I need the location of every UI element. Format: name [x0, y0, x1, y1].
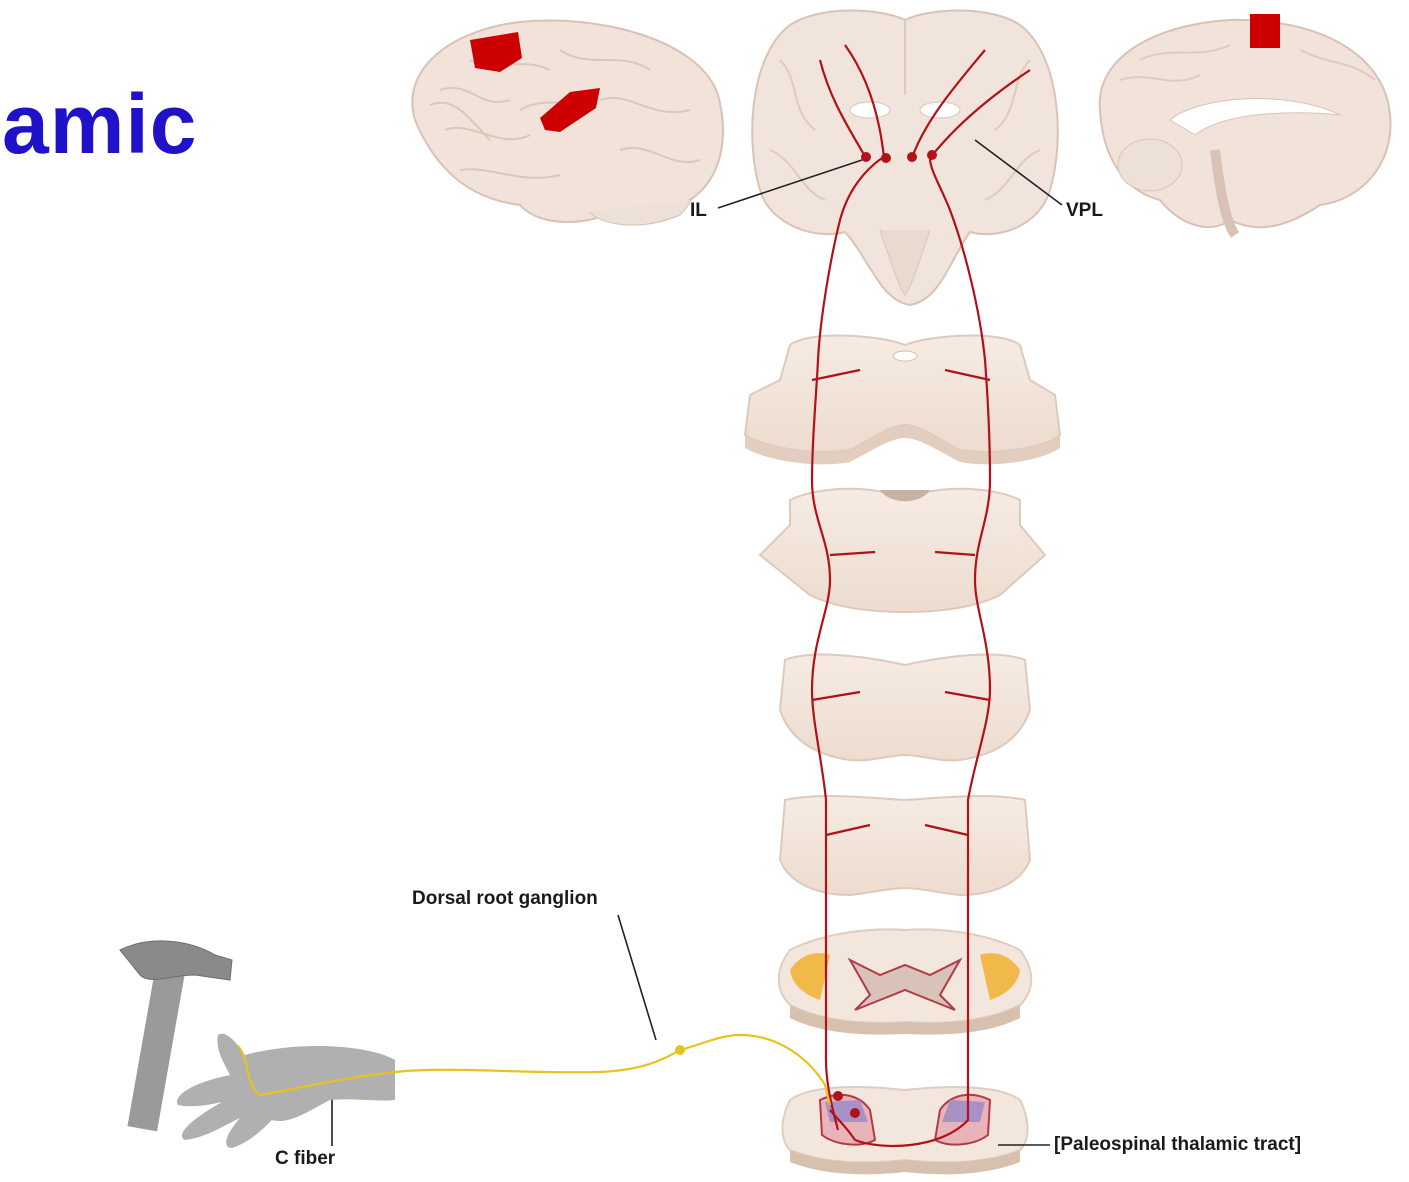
label-dorsal-root-ganglion: Dorsal root ganglion [412, 888, 598, 910]
brain-medial-icon [1100, 14, 1391, 235]
label-paleospinal-thalamic-tract: [Paleospinal thalamic tract] [1054, 1134, 1301, 1156]
brainstem-sections [745, 336, 1060, 1175]
label-vpl: VPL [1066, 200, 1103, 222]
label-il: IL [690, 200, 707, 222]
label-c-fiber: C fiber [275, 1148, 335, 1170]
brain-lateral-icon [412, 21, 723, 225]
brain-coronal-icon [752, 10, 1058, 305]
